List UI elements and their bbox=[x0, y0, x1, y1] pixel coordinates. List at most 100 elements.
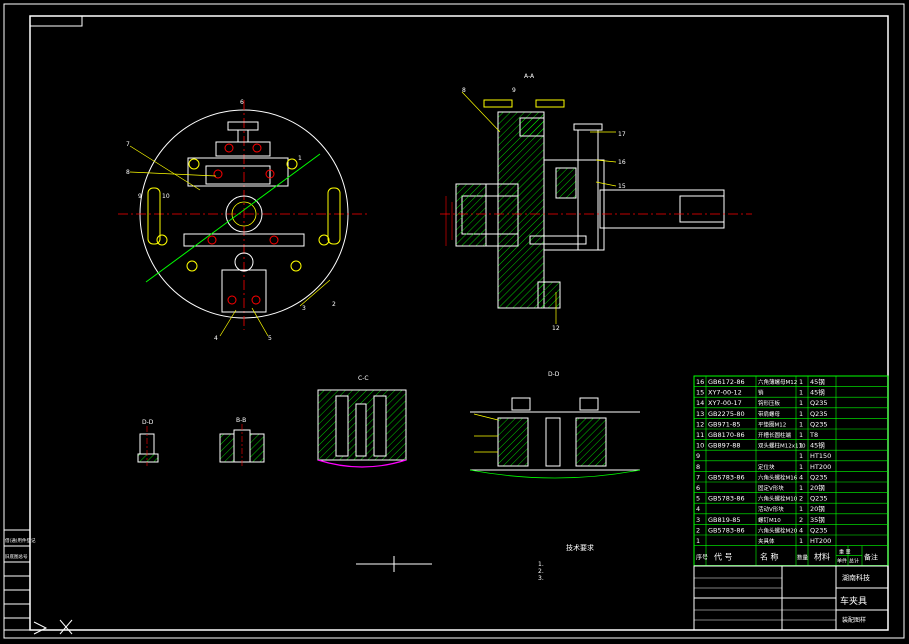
bom-cell-code: GB819-85 bbox=[708, 516, 741, 524]
leader-line bbox=[595, 181, 617, 187]
detail-hatch bbox=[137, 453, 159, 463]
top-clamp-bar bbox=[227, 121, 259, 131]
balloon: 3 bbox=[302, 305, 306, 312]
bolt-hole bbox=[213, 169, 223, 179]
bom-cell-qty: 1 bbox=[799, 537, 803, 545]
bolt-hole bbox=[186, 260, 198, 272]
bom-cell-code: XY7-00-12 bbox=[708, 389, 742, 397]
bom-cell-no: 14 bbox=[696, 399, 704, 407]
balloon: 1 bbox=[298, 155, 302, 162]
tech-req-title: 技术要求 bbox=[566, 543, 594, 552]
balloon: 7 bbox=[126, 141, 130, 148]
top-lug bbox=[519, 117, 545, 137]
bolt-hole bbox=[286, 158, 298, 170]
bom-cell-qty: 1 bbox=[799, 463, 803, 471]
v-block-hatch bbox=[555, 167, 577, 199]
balloon: 6 bbox=[240, 99, 244, 106]
leader-line bbox=[219, 309, 237, 337]
bom-cell-code: GB5783-86 bbox=[708, 495, 745, 503]
bom-cell-name: 六角薄螺母M12 bbox=[758, 378, 797, 386]
top-block bbox=[215, 141, 271, 157]
bom-cell-no: 6 bbox=[696, 484, 700, 492]
datum-symbol bbox=[356, 556, 432, 572]
bom-cell-material: 45钢 bbox=[810, 389, 825, 397]
balloon: 15 bbox=[618, 183, 626, 190]
section-label: D-D bbox=[142, 419, 154, 426]
dd-column bbox=[575, 417, 607, 467]
bom-cell-qty: 1 bbox=[799, 420, 803, 428]
bom-cell-material: HT200 bbox=[810, 463, 831, 471]
balloon: 9 bbox=[138, 193, 142, 200]
bolt-hole bbox=[227, 295, 237, 305]
tolerance-frame bbox=[535, 99, 565, 108]
balloon: 8 bbox=[126, 169, 130, 176]
tolerance-frame bbox=[483, 99, 513, 108]
stamp-frame bbox=[3, 529, 31, 631]
balloon: 17 bbox=[618, 131, 626, 138]
drawing-title: 车夹具 bbox=[840, 595, 867, 607]
bom-cell-code: GB971-85 bbox=[708, 420, 741, 428]
body-section bbox=[497, 111, 545, 309]
bom-cell-qty: 1 bbox=[799, 431, 803, 439]
v-block bbox=[543, 159, 605, 251]
bom-cell-no: 3 bbox=[696, 516, 700, 524]
bom-header-code: 代 号 bbox=[714, 552, 733, 562]
bom-cell-name: 夹具体 bbox=[758, 537, 775, 545]
bom-cell-material: Q235 bbox=[810, 495, 828, 503]
hub-wall bbox=[455, 183, 487, 247]
section-label: B-B bbox=[236, 417, 246, 424]
bolt-hole bbox=[318, 234, 330, 246]
bom-cell-name: 螺钉M10 bbox=[758, 516, 781, 524]
break-line bbox=[469, 469, 641, 479]
bom-cell-qty: 1 bbox=[799, 410, 803, 418]
workpiece-end bbox=[679, 195, 725, 223]
drawing-number-box bbox=[29, 15, 83, 27]
leader-line bbox=[595, 159, 617, 163]
bom-cell-material: 20钢 bbox=[810, 505, 825, 513]
bom-cell-no: 9 bbox=[696, 452, 700, 460]
clamp-head bbox=[573, 123, 603, 131]
bom-cell-no: 7 bbox=[696, 473, 700, 481]
bom-header-remark: 备注 bbox=[864, 553, 878, 562]
balloon: 4 bbox=[214, 335, 218, 342]
ucs-mark bbox=[59, 619, 73, 635]
bom-cell-name: 开槽长圆柱端 bbox=[758, 431, 792, 439]
dd-column bbox=[545, 417, 561, 467]
section-label: A-A bbox=[524, 73, 535, 80]
bolt-hole bbox=[269, 235, 279, 245]
upper-support bbox=[187, 157, 289, 187]
bolt-hole bbox=[290, 260, 302, 272]
bom-cell-no: 12 bbox=[696, 420, 704, 428]
stamp-label: 旧底图总号 bbox=[5, 553, 28, 560]
bom-cell-material: HT150 bbox=[810, 452, 831, 460]
dd-nut bbox=[511, 397, 531, 411]
bom-cell-material: 45钢 bbox=[810, 442, 825, 450]
sheet-outer-border bbox=[3, 3, 905, 639]
left-stamp-column bbox=[3, 529, 73, 635]
bom-cell-code: XY7-00-17 bbox=[708, 399, 742, 407]
dd-column bbox=[497, 417, 529, 467]
bom-cell-code: GB897-88 bbox=[708, 442, 741, 450]
bom-header-name: 名 称 bbox=[760, 552, 779, 562]
bom-cell-no: 15 bbox=[696, 389, 704, 397]
bom-cell-material: Q235 bbox=[810, 473, 828, 481]
bom-cell-no: 11 bbox=[696, 431, 704, 439]
tech-req-item: 1. bbox=[538, 561, 544, 568]
bom-header-material: 材料 bbox=[814, 552, 830, 562]
bom-header-total: 总计 bbox=[849, 558, 859, 565]
bom-cell-name: 固定V形块 bbox=[758, 484, 784, 492]
section-cc-view bbox=[317, 389, 407, 468]
ucs-arrow bbox=[33, 621, 48, 635]
base-foot bbox=[537, 281, 561, 309]
section-cut-line bbox=[145, 153, 321, 283]
bom-cell-name: 六角头螺栓M16 bbox=[758, 473, 798, 481]
section-label: C-C bbox=[358, 375, 369, 382]
bom-cell-no: 2 bbox=[696, 526, 700, 534]
bom-cell-material: Q235 bbox=[810, 526, 828, 534]
bom-cell-material: 45钢 bbox=[810, 378, 825, 386]
bom-cell-material: HT200 bbox=[810, 537, 831, 545]
leader-line bbox=[129, 171, 217, 177]
bom-cell-no: 5 bbox=[696, 495, 700, 503]
